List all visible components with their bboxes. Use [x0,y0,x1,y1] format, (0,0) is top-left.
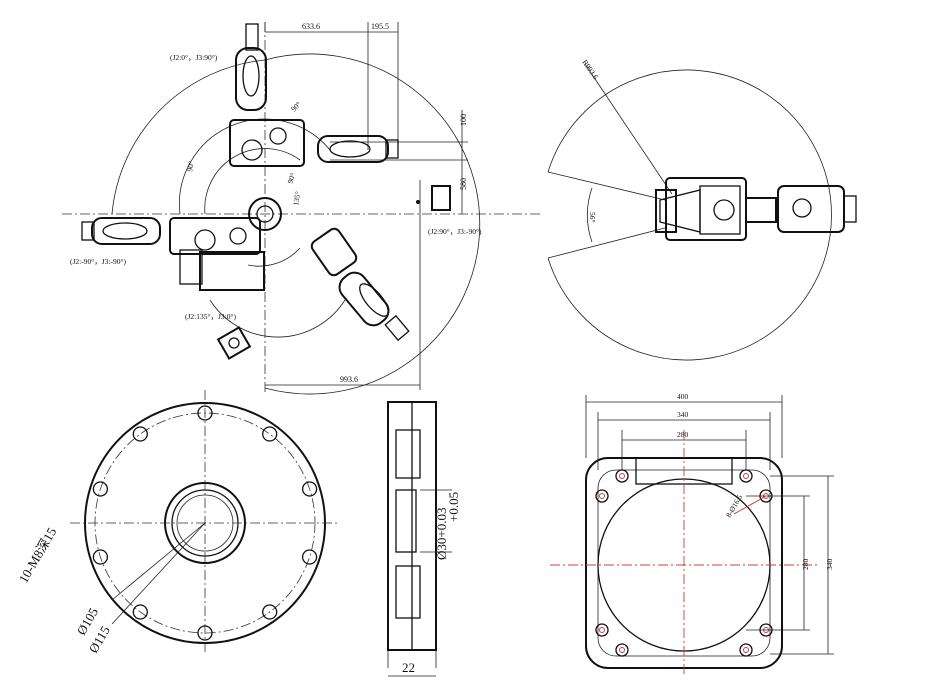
angle-label: 135° [291,191,302,207]
inner-arc-3 [247,247,301,267]
plate-hole [595,489,609,503]
hole-leader [733,495,767,515]
end-flange-small [216,326,252,360]
plate-hole-center [599,493,605,499]
workspace-top-view: 633.6 195.5 100 580 993.6 90° 90° 90° 13… [62,22,540,395]
section-pocket [395,565,421,619]
plate-hole [615,469,629,483]
bore-label: Ø30+0.03 [434,508,449,560]
dim-280: 280 [677,430,689,439]
dim-340: 340 [677,410,689,419]
radius-leader [584,63,673,195]
outer-reach-arc-left [111,59,266,215]
bolt-hole [197,405,213,421]
bolt-hole [197,625,213,641]
plate-hole-center [743,647,749,653]
dim-633: 633.6 [302,22,320,31]
pose-label: (J2:0°，J3:90°) [170,53,218,62]
bolt-hole [262,604,278,620]
dim-400: 400 [677,392,689,401]
bolt-hole [92,481,109,497]
bolt-hole [301,549,318,565]
reach-arc [547,69,832,361]
radius-label: R993.6 [580,58,600,81]
width-label: 22 [402,660,415,675]
section-bore [395,489,417,553]
inner-arc-2 [204,148,301,215]
bolt-hole [262,426,278,442]
pose-label: (J2:90°，J3:-90°) [428,227,482,236]
inner-arc [179,118,331,215]
plate-hole-center [599,627,605,633]
plate-hole [739,469,753,483]
workspace-side-view: R993.6 56° [547,58,857,361]
end-flange-right [416,185,451,211]
plate-hole-center [619,647,625,653]
robot-arm-pose-up [229,23,399,167]
reach-limit-line [547,227,666,259]
bolt-hole [132,426,148,442]
dim-195: 195.5 [371,22,389,31]
robot-arm-side [655,177,857,241]
flange-section-view: Ø30+0.03 +0.05 22 [387,401,461,677]
robot-arm-pose-left [81,217,265,291]
bolt-hole [301,481,318,497]
plate-hole [615,643,629,657]
bolt-holes [92,405,318,641]
angle-label: 90° [285,172,297,185]
dia-leader [111,522,206,601]
bore-tol-label: +0.05 [446,492,461,522]
plate-hole [739,643,753,657]
dim-993: 993.6 [340,375,358,384]
flange-front-view: 10-M8深15 Ø105 Ø115 [16,390,340,656]
bolt-hole [132,604,148,620]
dim-v280: 280 [801,559,810,571]
angle-arc [586,187,593,243]
plate-hole-center [619,473,625,479]
bolt-hole [92,549,109,565]
plate-hole [595,623,609,637]
inner-arc-4 [209,299,346,338]
base-plate-view: 400 340 280 8-Ø16.5 280 340 [550,392,834,675]
outer-reach-arc [264,53,481,395]
pose-label: (J2:135°，J3:0°) [185,312,237,321]
pose-label: (J2:-90°，J3:-90°) [70,257,126,266]
robot-arm-pose-diag [248,197,410,342]
hole-spec-label: 10-M8深15 [16,525,60,586]
dia-leader [111,522,206,625]
dim-v340: 340 [825,559,834,571]
section-pocket [395,429,421,479]
reach-limit-line [547,171,666,201]
plate-hole-center [743,473,749,479]
angle-label: 90° [185,160,196,172]
dim-100: 100 [459,114,468,126]
angle-label: 90° [289,100,303,114]
angle-label: 56° [588,212,597,223]
hole-spec: 8-Ø16.5 [724,493,744,519]
dim-580: 580 [459,178,468,190]
